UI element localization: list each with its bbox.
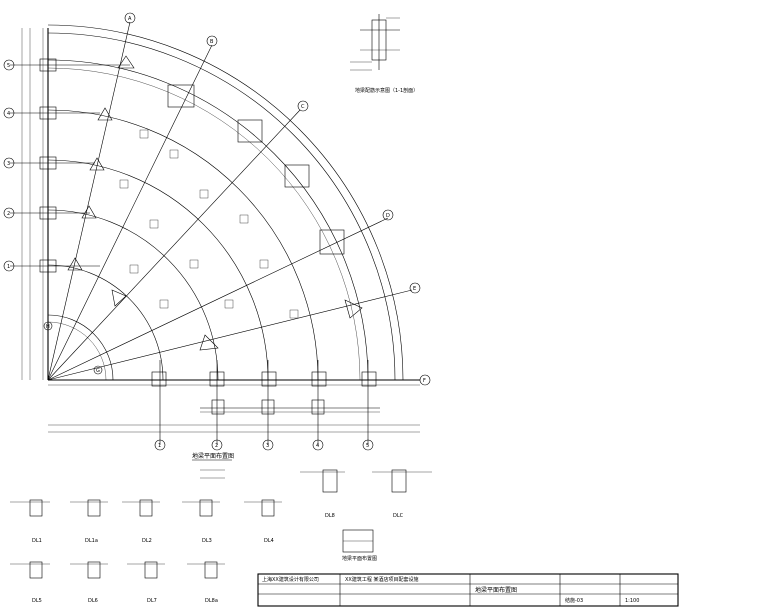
bottom-grid-label: 1 — [158, 443, 161, 449]
section-label: DL4 — [264, 538, 274, 544]
drawing-number: 结施-03 — [565, 597, 583, 604]
plan-caption: 地梁平面布置图 — [192, 452, 234, 479]
grid-label: 2 — [7, 211, 10, 217]
grid-label: 5 — [7, 63, 10, 69]
bottom-grid-label: 4 — [316, 443, 319, 449]
grid-label: 4 — [7, 111, 10, 117]
project-name: XX建筑工程 某酒店项目配套设施 — [345, 576, 418, 583]
column-pads — [39, 55, 377, 415]
scale: 1:100 — [625, 598, 639, 604]
bottom-grid-label: 3 — [266, 443, 269, 449]
axis-label: D — [386, 213, 390, 219]
section-label: DL7 — [147, 598, 157, 604]
axis-label: A — [128, 16, 132, 22]
bottom-grid-label: 2 — [215, 443, 218, 449]
section-label: DL8 — [325, 513, 335, 519]
title-block: 上海XX建筑设计有限公司 XX建筑工程 某酒店项目配套设施 地梁平面布置图 结施… — [257, 573, 679, 607]
bottom-grid-bubbles: 1 2 3 4 5 — [154, 439, 374, 451]
axis-label: C — [301, 104, 305, 110]
bottom-grid-label: 5 — [366, 443, 369, 449]
axis-label: B — [210, 39, 214, 45]
section-label: DLC — [393, 513, 404, 519]
section-label: DL1a — [85, 538, 98, 544]
radial-plan — [10, 21, 420, 445]
plan-title: 地梁平面布置图 — [192, 452, 234, 460]
section-label: DL5 — [32, 598, 42, 604]
small-caption: 地梁平面布置图 — [342, 555, 377, 562]
axis-label: G — [96, 368, 100, 374]
sections-mid: DL8 DLC 地梁平面布置图 — [300, 469, 432, 562]
left-grid-bubbles: 5 4 3 2 1 — [3, 59, 15, 272]
axis-label: E — [413, 286, 416, 292]
section-label: DL1 — [32, 538, 42, 544]
radial-axis-bubbles: A B C D E F G H — [43, 12, 431, 386]
grid-label: 3 — [7, 161, 10, 167]
section-label: DL6 — [88, 598, 98, 604]
section-label: DL8a — [205, 598, 218, 604]
sections-row-2: DL5 DL6 DL7 DL8a — [10, 561, 225, 604]
axis-label: H — [46, 324, 50, 330]
section-detail: 地梁配筋示意图（1-1剖面） — [350, 14, 418, 94]
section-label: DL3 — [202, 538, 212, 544]
section-label: DL2 — [142, 538, 152, 544]
grid-label: 1 — [7, 264, 10, 270]
detail-caption: 地梁配筋示意图（1-1剖面） — [355, 87, 418, 94]
drawing-name: 地梁平面布置图 — [475, 586, 517, 594]
company-name: 上海XX建筑设计有限公司 — [262, 576, 319, 583]
axis-label: F — [423, 378, 426, 384]
sections-row-1: DL1 DL1a DL2 DL3 DL4 — [10, 499, 282, 544]
